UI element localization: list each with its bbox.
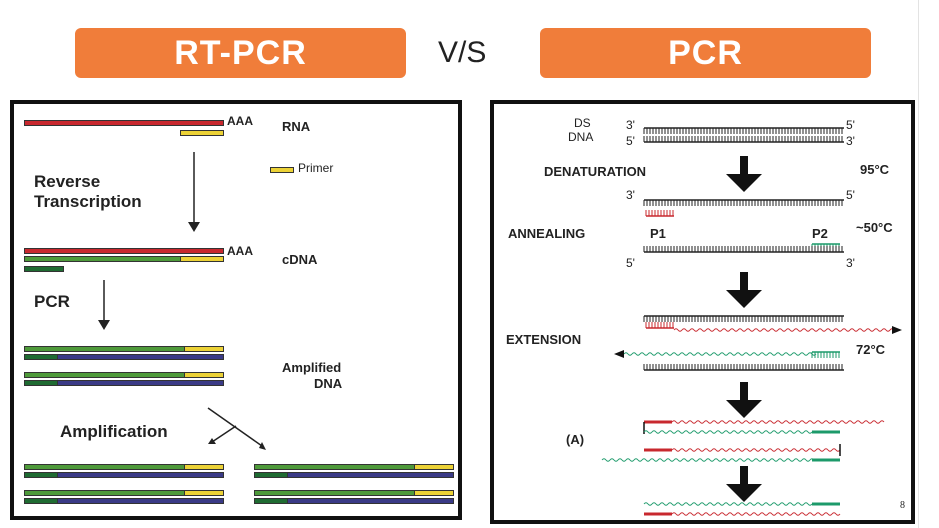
denaturation-arrow bbox=[726, 156, 762, 192]
annealing-arrow-shaft bbox=[740, 272, 748, 292]
primer-legend-swatch bbox=[270, 167, 294, 173]
final-teal-strand bbox=[643, 502, 813, 506]
denatured-5prime: 5' bbox=[846, 188, 855, 202]
cdna-second-primer bbox=[24, 266, 64, 272]
page-number: 8 bbox=[900, 500, 905, 511]
annealing-strands bbox=[643, 210, 844, 253]
rna-strand bbox=[24, 120, 224, 126]
ds-bottom-3prime: 3' bbox=[846, 134, 855, 148]
ext-top-template-bases bbox=[643, 316, 843, 322]
pcr-panel: DS DNA 3' 5' 5' 3' DENATURATION 95°C 3' … bbox=[490, 100, 915, 524]
ext-p1-bases bbox=[645, 322, 674, 328]
amplified-dna-1-primer bbox=[184, 346, 224, 352]
cdna-label: cDNA bbox=[282, 252, 318, 267]
reverse-label: Reverse bbox=[34, 172, 101, 191]
aaa-tail-label: AAA bbox=[227, 114, 253, 128]
annealing-label: ANNEALING bbox=[508, 226, 586, 241]
rt-pcr-title-box: RT-PCR bbox=[75, 28, 406, 78]
copy-1-primer-2 bbox=[24, 472, 58, 478]
denatured-top-strand bbox=[643, 199, 844, 206]
ext-right-arrowhead bbox=[892, 326, 902, 334]
extension-arrow-1 bbox=[726, 382, 762, 418]
final-arrow-shaft bbox=[740, 466, 748, 486]
ds-top-5prime: 5' bbox=[846, 118, 855, 132]
annealed-strand-bases bbox=[643, 246, 843, 252]
extension-arrow-shaft bbox=[740, 382, 748, 402]
copy-4-primer bbox=[414, 490, 454, 496]
copy-1-primer bbox=[184, 464, 224, 470]
annealed-5prime: 5' bbox=[626, 256, 635, 270]
copy-3-primer-2 bbox=[254, 472, 288, 478]
product-a-red-strand bbox=[671, 420, 885, 424]
p2-label: P2 bbox=[812, 226, 828, 241]
product-a-teal-strand bbox=[643, 430, 813, 434]
rna-label: RNA bbox=[282, 119, 311, 134]
primer-on-rna bbox=[180, 130, 224, 136]
extension-arrow-2 bbox=[726, 466, 762, 502]
annealing-arrow-head bbox=[726, 290, 762, 308]
amplified-dna-label: DNA bbox=[314, 376, 343, 391]
pcr-step-arrow bbox=[98, 280, 110, 330]
annealing-arrow bbox=[726, 272, 762, 308]
product-b-teal-strand bbox=[601, 458, 815, 462]
ds-label: DS bbox=[574, 116, 591, 130]
ext-new-strand-2 bbox=[623, 352, 817, 356]
slide-edge-line bbox=[918, 0, 919, 528]
amplified-dna-2-primer bbox=[184, 372, 224, 378]
extension-strands bbox=[614, 315, 902, 371]
ext-left-arrowhead bbox=[614, 350, 624, 358]
copy-4-primer-2 bbox=[254, 498, 288, 504]
denaturation-arrow-head bbox=[726, 174, 762, 192]
p1-primer-bases bbox=[645, 210, 674, 216]
amplified-dna-2-primer-2 bbox=[24, 380, 58, 386]
p1-label: P1 bbox=[650, 226, 666, 241]
denaturation-label: DENATURATION bbox=[544, 164, 647, 179]
cdna-aaa-label: AAA bbox=[227, 244, 253, 258]
ext-p2-bases bbox=[811, 352, 840, 358]
ds-top-3prime: 3' bbox=[626, 118, 635, 132]
ext-new-strand-1 bbox=[673, 328, 895, 332]
amplification-arrows bbox=[207, 407, 266, 450]
extension-arrow-head bbox=[726, 400, 762, 418]
cdna-rna-strand bbox=[24, 248, 224, 254]
ext-bottom-template-bases bbox=[643, 364, 843, 370]
denatured-strand-bases bbox=[643, 200, 843, 206]
ds-bottom-5prime: 5' bbox=[626, 134, 635, 148]
pcr-title: PCR bbox=[668, 33, 743, 72]
amplified-dna-1-primer-2 bbox=[24, 354, 58, 360]
ds-top-strand-bases bbox=[643, 128, 843, 134]
copy-2-primer-2 bbox=[24, 498, 58, 504]
pcr-diagram bbox=[601, 127, 902, 516]
final-arrow-head bbox=[726, 484, 762, 502]
denaturation-temp: 95°C bbox=[860, 162, 890, 177]
rt-pcr-panel: AAA RNA Primer Reverse Transcription AAA… bbox=[10, 100, 462, 520]
amplified-label: Amplified bbox=[282, 360, 342, 375]
final-strands bbox=[643, 502, 841, 516]
product-b-red-strand bbox=[671, 448, 841, 452]
ds-dna-label: DNA bbox=[568, 130, 594, 144]
annealed-3prime: 3' bbox=[846, 256, 855, 270]
transcription-label: Transcription bbox=[34, 192, 142, 211]
product-strands bbox=[601, 420, 885, 462]
pcr-step-label: PCR bbox=[34, 292, 70, 311]
product-a-label: (A) bbox=[566, 432, 585, 447]
pcr-title-box: PCR bbox=[540, 28, 871, 78]
ds-bottom-strand-bases bbox=[643, 136, 843, 142]
annealing-temp: ~50°C bbox=[856, 220, 893, 235]
denaturation-arrow-shaft bbox=[740, 156, 748, 176]
cdna-primer bbox=[180, 256, 224, 262]
reverse-transcription-arrow bbox=[188, 152, 200, 232]
p2-primer-bases bbox=[811, 244, 840, 250]
amplification-label: Amplification bbox=[60, 422, 168, 441]
final-red-strand bbox=[671, 512, 841, 516]
vs-label: V/S bbox=[438, 36, 487, 69]
copy-2-primer bbox=[184, 490, 224, 496]
ds-dna-strands bbox=[643, 127, 844, 143]
copy-3-primer bbox=[414, 464, 454, 470]
primer-legend-label: Primer bbox=[298, 161, 334, 175]
extension-temp: 72°C bbox=[856, 342, 886, 357]
denatured-3prime: 3' bbox=[626, 188, 635, 202]
extension-label: EXTENSION bbox=[506, 332, 582, 347]
rt-pcr-title: RT-PCR bbox=[174, 33, 307, 72]
